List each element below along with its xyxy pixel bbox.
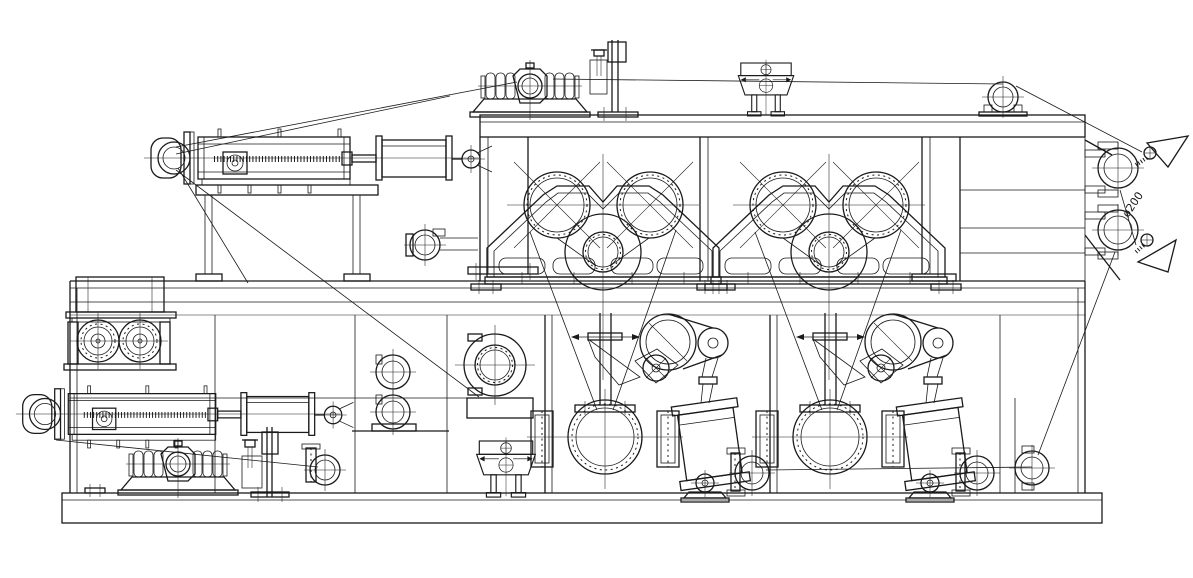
bottom-left-roller [301,443,347,492]
tie-rod-cylinder-lower [16,386,354,448]
base-plate [61,492,1103,524]
right-roller-1 [1091,141,1145,198]
corner-roller-bottom-right [1008,444,1056,492]
right-roller-2 [1091,203,1145,260]
spreader-roll [455,325,535,419]
drive-bearing-top [469,59,591,121]
roll-diameter-label: ø200 [1120,189,1146,219]
upper-left-guide-roller [403,223,478,267]
guide-roll-stack-left [63,276,177,371]
web-path-lines [55,78,1143,471]
drive-bearing-bottom-left [117,437,239,499]
tie-rod-cylinder-upper [144,129,492,193]
press-unit-2 [752,313,1000,502]
lower-frame [69,280,1086,497]
bottom-mast [241,427,290,502]
doctor-blade-1 [1134,135,1190,169]
top-right-pulley [978,76,1028,118]
mid-roller-stack [352,348,449,436]
tie-rod-support [195,184,379,282]
doctor-blade-2 [1134,233,1178,273]
press-unit-1 [527,313,775,502]
mount-bracket-bottom [476,436,536,498]
mount-bracket-top [737,59,795,117]
top-mast [589,40,639,121]
